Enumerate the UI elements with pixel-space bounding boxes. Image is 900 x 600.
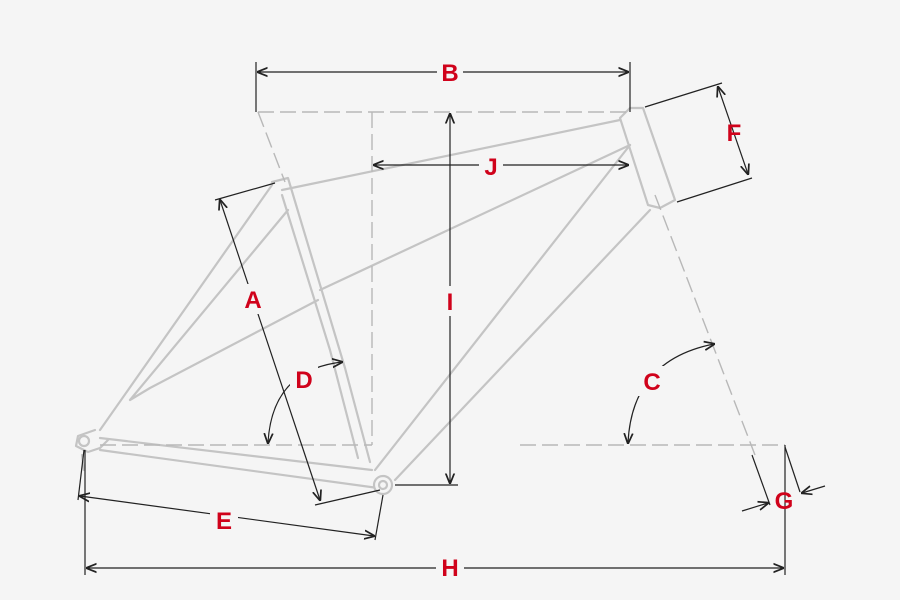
head-tube [618,106,677,210]
a-extension-bottom [314,489,381,506]
c-label-bg [638,366,666,396]
steering-axis [654,194,756,456]
h-label-bg [436,553,464,583]
b-label-bg [437,58,463,86]
f-extension-bottom [676,177,753,203]
e-label-bg [210,505,238,535]
e-extension-right [374,494,384,541]
seat-stays [98,183,320,432]
a-label-bg [240,284,266,314]
label-c: C [643,369,660,396]
bottom-bracket [372,474,394,496]
top-tube [280,118,632,292]
label-e: E [216,508,232,535]
e-extension-left [77,449,85,501]
d-angle-arc [268,362,342,443]
bike-frame [74,106,677,496]
a-extension-top [214,182,276,201]
label-b: B [441,60,458,87]
label-f: F [727,120,742,147]
label-j: J [484,154,497,181]
seat-tube [270,176,372,464]
seat-tube-extension [257,111,286,183]
label-h: H [441,555,458,582]
label-a: A [244,287,261,314]
rear-axle [77,434,91,448]
d-label-bg [290,364,318,394]
down-tube [373,143,652,482]
i-label-bg [442,286,458,316]
g-arrow-left [741,503,768,512]
g-extension-right [784,446,801,493]
label-d: D [295,367,312,394]
label-i: I [447,289,454,316]
dimension-labels: B J I F A D C E H G [210,58,793,583]
g-arrow-right [802,486,826,493]
rear-dropout [74,428,110,454]
f-dimension-line [718,87,748,174]
g-extension-left [751,454,771,506]
f-extension-top [644,82,723,108]
bottom-bracket-inner [377,479,389,491]
a-dimension-line [220,200,320,500]
j-label-bg [479,152,503,180]
label-g: G [775,488,794,515]
dimensions [77,62,826,575]
